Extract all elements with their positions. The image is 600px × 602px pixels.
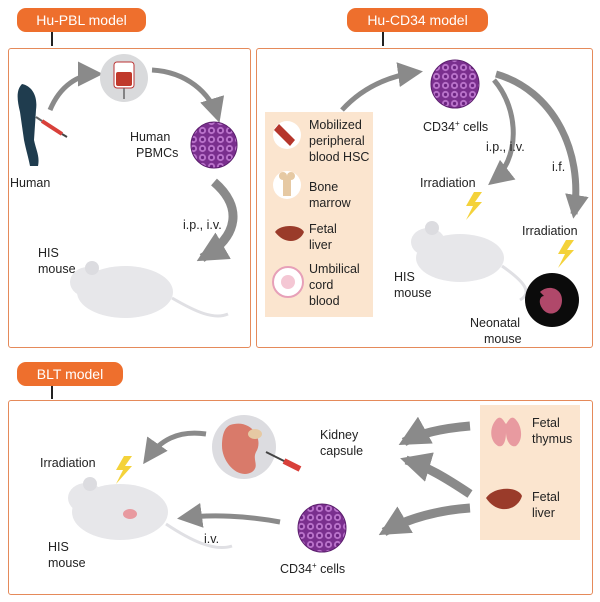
neonatal-mouse-icon xyxy=(525,273,579,327)
cd34-his-label-line1: HIS xyxy=(394,270,415,284)
cd34-irradiation-1: Irradiation xyxy=(420,176,476,190)
cd34-cells-sup: + xyxy=(454,119,460,128)
arrow-cd34-to-adult-mouse xyxy=(488,78,516,186)
blt-route-label: i.v. xyxy=(204,532,220,546)
source-umbilical-line2: cord xyxy=(309,278,334,292)
blt-irradiation-label: Irradiation xyxy=(40,456,96,470)
human-arm-icon xyxy=(17,84,39,166)
source-mobilized-line2: peripheral xyxy=(309,134,365,148)
blood-vessel-icon xyxy=(273,121,301,149)
arrow-liver-to-kidney xyxy=(400,452,473,498)
fetal-thymus-line2: thymus xyxy=(532,432,573,446)
kidney-capsule-line1: Kidney xyxy=(320,428,359,442)
blt-cd34-cell-cluster xyxy=(297,503,347,553)
blt-cd34-cells-label: CD34+ cells xyxy=(280,558,345,577)
source-umbilical-line3: blood xyxy=(309,294,340,308)
blt-fetal-liver-line2: liver xyxy=(532,506,555,520)
source-mobilized-line3: blood HSC xyxy=(309,150,370,164)
pbl-his-label-line1: HIS xyxy=(38,246,59,260)
blt-fetal-liver-line1: Fetal xyxy=(532,490,560,504)
cd34-irradiation-2: Irradiation xyxy=(522,224,578,238)
neonatal-label-line1: Neonatal xyxy=(470,316,521,330)
adult-his-mouse-icon xyxy=(411,221,528,302)
blt-lightning-icon xyxy=(116,456,132,484)
kidney-capsule-line2: capsule xyxy=(320,444,364,458)
pbl-route-label: i.p., i.v. xyxy=(183,218,222,232)
blood-bag-icon xyxy=(100,54,148,102)
blt-his-mouse-icon xyxy=(68,477,233,549)
arrow-bag-to-pbmcs xyxy=(151,67,225,123)
hu-cd34-tag-stem xyxy=(382,32,384,46)
arrow-sources-to-cd34 xyxy=(340,62,423,112)
cd34-route-if: i.f. xyxy=(552,160,566,174)
bone-icon xyxy=(273,171,301,199)
human-label: Human xyxy=(10,176,51,190)
blt-cd34-cells-suffix: cells xyxy=(316,562,346,577)
kidney-icon xyxy=(212,415,276,479)
arrow-cd34-to-mouse xyxy=(177,502,281,528)
blt-his-label-line2: mouse xyxy=(48,556,86,570)
source-fetal-liver-line1: Fetal xyxy=(309,222,337,236)
fetal-liver-icon xyxy=(275,226,304,242)
blt-tag-stem xyxy=(51,385,53,399)
hu-cd34-tag: Hu-CD34 model xyxy=(347,8,488,32)
fetal-thymus-line1: Fetal xyxy=(532,416,560,430)
arrow-liver-to-cd34 xyxy=(378,503,471,536)
lightning-icon-2 xyxy=(558,240,574,268)
syringe-icon xyxy=(35,116,68,138)
fetal-thymus-icon xyxy=(491,417,522,447)
source-bone-line1: Bone xyxy=(309,180,339,194)
his-mouse-icon xyxy=(70,261,229,318)
blt-cd34-cells-main: CD34 xyxy=(280,562,312,577)
arrow-kidney-to-mouse xyxy=(143,430,207,465)
cd34-route-ipiv: i.p., i.v. xyxy=(486,140,525,154)
hu-pbl-tag-stem xyxy=(51,32,53,46)
blt-fetal-liver-icon xyxy=(486,488,522,510)
neonatal-label-line2: mouse xyxy=(484,332,522,346)
pbmcs-label-line2: PBMCs xyxy=(136,146,179,160)
arrow-thymus-to-kidney xyxy=(398,416,471,446)
blt-cd34-cells-sup: + xyxy=(311,561,317,570)
arrow-human-to-bag xyxy=(47,61,103,112)
pbmcs-label-line1: Human xyxy=(130,130,171,144)
umbilical-cord-icon xyxy=(272,266,304,298)
cd34-his-label-line2: mouse xyxy=(394,286,432,300)
blt-syringe-icon xyxy=(265,451,302,472)
source-umbilical-line1: Umbilical xyxy=(309,262,360,276)
pbl-his-label-line2: mouse xyxy=(38,262,76,276)
hu-pbl-tag: Hu-PBL model xyxy=(17,8,146,32)
arrow-cd34-to-neonatal-mouse xyxy=(495,70,589,219)
cd34-cell-cluster xyxy=(430,59,480,109)
cd34-cells-suffix: cells xyxy=(459,120,489,135)
cd34-cells-main: CD34 xyxy=(423,120,455,135)
cd34-cells-label: CD34+ cells xyxy=(423,116,488,135)
blt-tag: BLT model xyxy=(17,362,123,386)
blt-his-label-line1: HIS xyxy=(48,540,69,554)
source-mobilized-line1: Mobilized xyxy=(309,118,362,132)
source-bone-line2: marrow xyxy=(309,196,351,210)
pbmc-cell-cluster xyxy=(190,121,238,169)
arrow-pbmcs-to-mouse xyxy=(196,178,238,262)
lightning-icon-1 xyxy=(466,192,482,220)
source-fetal-liver-line2: liver xyxy=(309,238,332,252)
